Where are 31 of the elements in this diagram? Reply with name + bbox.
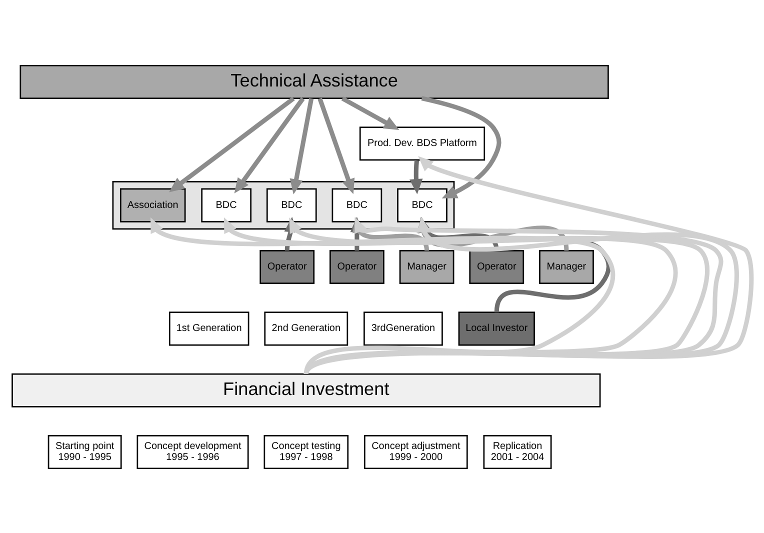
node-box: BDC <box>201 188 252 222</box>
node-box: Manager <box>539 250 594 284</box>
cluster <box>112 180 455 230</box>
arrow <box>169 96 295 192</box>
node-box: Association <box>120 188 186 222</box>
node-box: Concept development 1995 - 1996 <box>136 434 249 469</box>
arrow <box>410 160 423 194</box>
node-box: Local Investor <box>458 311 535 346</box>
node-box: Prod. Dev. BDS Platform <box>359 126 486 160</box>
arrow <box>421 96 502 198</box>
node-box: Operator <box>330 250 384 284</box>
node-box: Manager <box>399 250 454 284</box>
node-box: Concept adjustment 1999 - 2000 <box>364 434 468 469</box>
node-box: Financial Investment <box>12 372 601 407</box>
node-box: Operator <box>260 250 315 284</box>
node-box: BDC <box>266 188 317 222</box>
node-box: BDC <box>397 188 448 222</box>
arrow <box>290 98 314 194</box>
node-box: Technical Assistance <box>20 64 609 98</box>
arrow <box>318 97 355 194</box>
node-box: Starting point 1990 - 1995 <box>48 434 122 469</box>
node-box: 2nd Generation <box>264 311 348 346</box>
node-box: Replication 2001 - 2004 <box>483 434 552 469</box>
node-box: BDC <box>332 188 382 222</box>
node-box: Concept testing 1997 - 1998 <box>264 434 349 469</box>
arrow <box>234 96 305 193</box>
node-box: Operator <box>469 250 524 284</box>
node-box: 3rdGeneration <box>364 311 443 346</box>
arrow <box>341 96 400 130</box>
arrow <box>304 156 754 375</box>
node-box: 1st Generation <box>168 311 250 346</box>
